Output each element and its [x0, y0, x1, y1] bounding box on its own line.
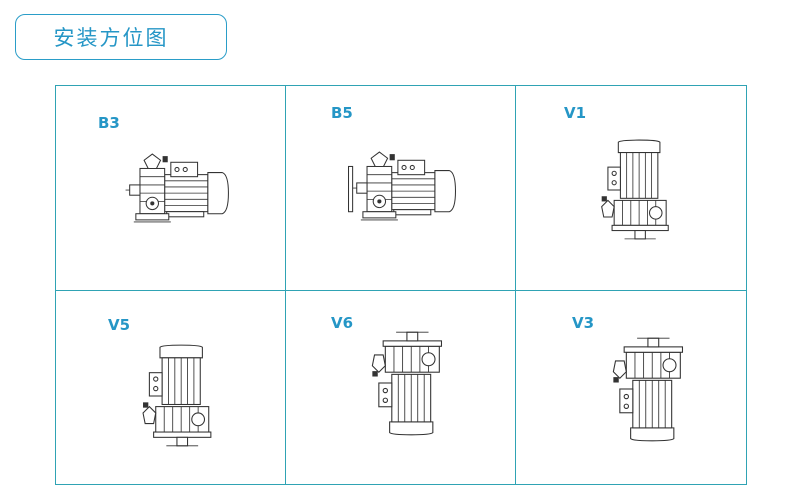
horizontal-motor-gearbox-icon	[125, 153, 229, 223]
mounting-position-grid: B3 B5 V1 V5 V6 V3	[55, 85, 747, 485]
position-label-v1: V1	[564, 104, 587, 122]
position-label-v6: V6	[331, 314, 354, 332]
section-title-box: 安装方位图	[15, 14, 227, 60]
horizontal-motor-gearbox-flange-icon	[348, 151, 457, 221]
vertical-motor-bottom-flange-icon	[612, 337, 684, 442]
position-label-v3: V3	[572, 314, 595, 332]
vertical-motor-top-flange-icon	[142, 344, 212, 447]
position-label-v5: V5	[108, 316, 131, 334]
position-cell-v5: V5	[56, 291, 286, 484]
section-title: 安装方位图	[53, 26, 169, 50]
position-cell-b3: B3	[56, 86, 286, 291]
position-label-b5: B5	[331, 104, 353, 122]
vertical-motor-top-icon	[601, 139, 669, 240]
vertical-motor-bottom-icon	[371, 331, 443, 436]
position-cell-v6: V6	[286, 291, 516, 484]
position-cell-v3: V3	[516, 291, 746, 484]
position-cell-b5: B5	[286, 86, 516, 291]
position-cell-v1: V1	[516, 86, 746, 291]
position-label-b3: B3	[98, 114, 120, 132]
